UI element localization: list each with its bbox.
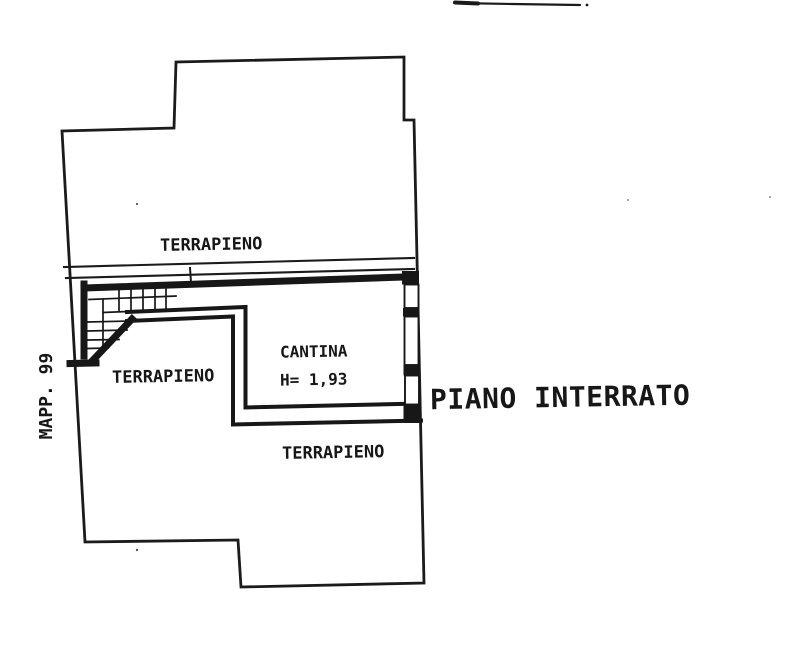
scan-streak-blob <box>453 0 480 6</box>
wall-inner-innerline <box>124 314 424 427</box>
stair-tread <box>87 329 128 332</box>
opening-window-1 <box>403 283 420 309</box>
retaining-line-upper <box>62 256 416 269</box>
opening-window-2 <box>403 315 420 366</box>
scan-speck <box>769 196 771 198</box>
retaining-line-lower <box>64 267 416 280</box>
scan-speck <box>627 199 629 201</box>
opening-window-3 <box>404 374 420 406</box>
wall-chunk-spacer-2 <box>403 365 420 376</box>
label-floor-title: PIANO INTERRATO <box>430 379 691 417</box>
stair-stringer-horizontal <box>88 295 177 301</box>
label-parcel: MAPP. 99 <box>36 353 57 440</box>
label-room-height: H= 1,93 <box>280 369 348 389</box>
retaining-wall-lines <box>62 256 416 284</box>
building-walls <box>66 273 424 427</box>
label-terrapieno-top: TERRAPIENO <box>160 234 263 256</box>
wall-chunk-spacer-1 <box>403 308 419 317</box>
label-room-name: CANTINA <box>280 341 348 361</box>
stair-tread <box>87 347 109 350</box>
scan-artifacts <box>135 0 771 552</box>
retaining-tick <box>188 266 193 284</box>
scan-dot <box>585 3 589 7</box>
plot-boundary <box>60 55 426 589</box>
labels: TERRAPIENO TERRAPIENO TERRAPIENO CANTINA… <box>36 234 691 464</box>
wall-chunk-bottom-corner <box>403 404 420 423</box>
label-terrapieno-bottom: TERRAPIENO <box>282 442 385 464</box>
stair-tread <box>87 338 120 341</box>
scan-speck <box>135 548 139 552</box>
right-wall-openings <box>402 271 420 423</box>
stair-tread <box>87 320 131 323</box>
wall-inner-outerline <box>124 304 422 410</box>
label-terrapieno-left: TERRAPIENO <box>112 366 215 388</box>
staircase <box>87 284 177 354</box>
stair-stringer-short <box>102 310 128 314</box>
scan-speck <box>135 202 139 206</box>
plot-boundary-outline <box>60 55 426 589</box>
wall-top <box>80 273 408 292</box>
wall-chunk-top-corner <box>402 271 419 285</box>
